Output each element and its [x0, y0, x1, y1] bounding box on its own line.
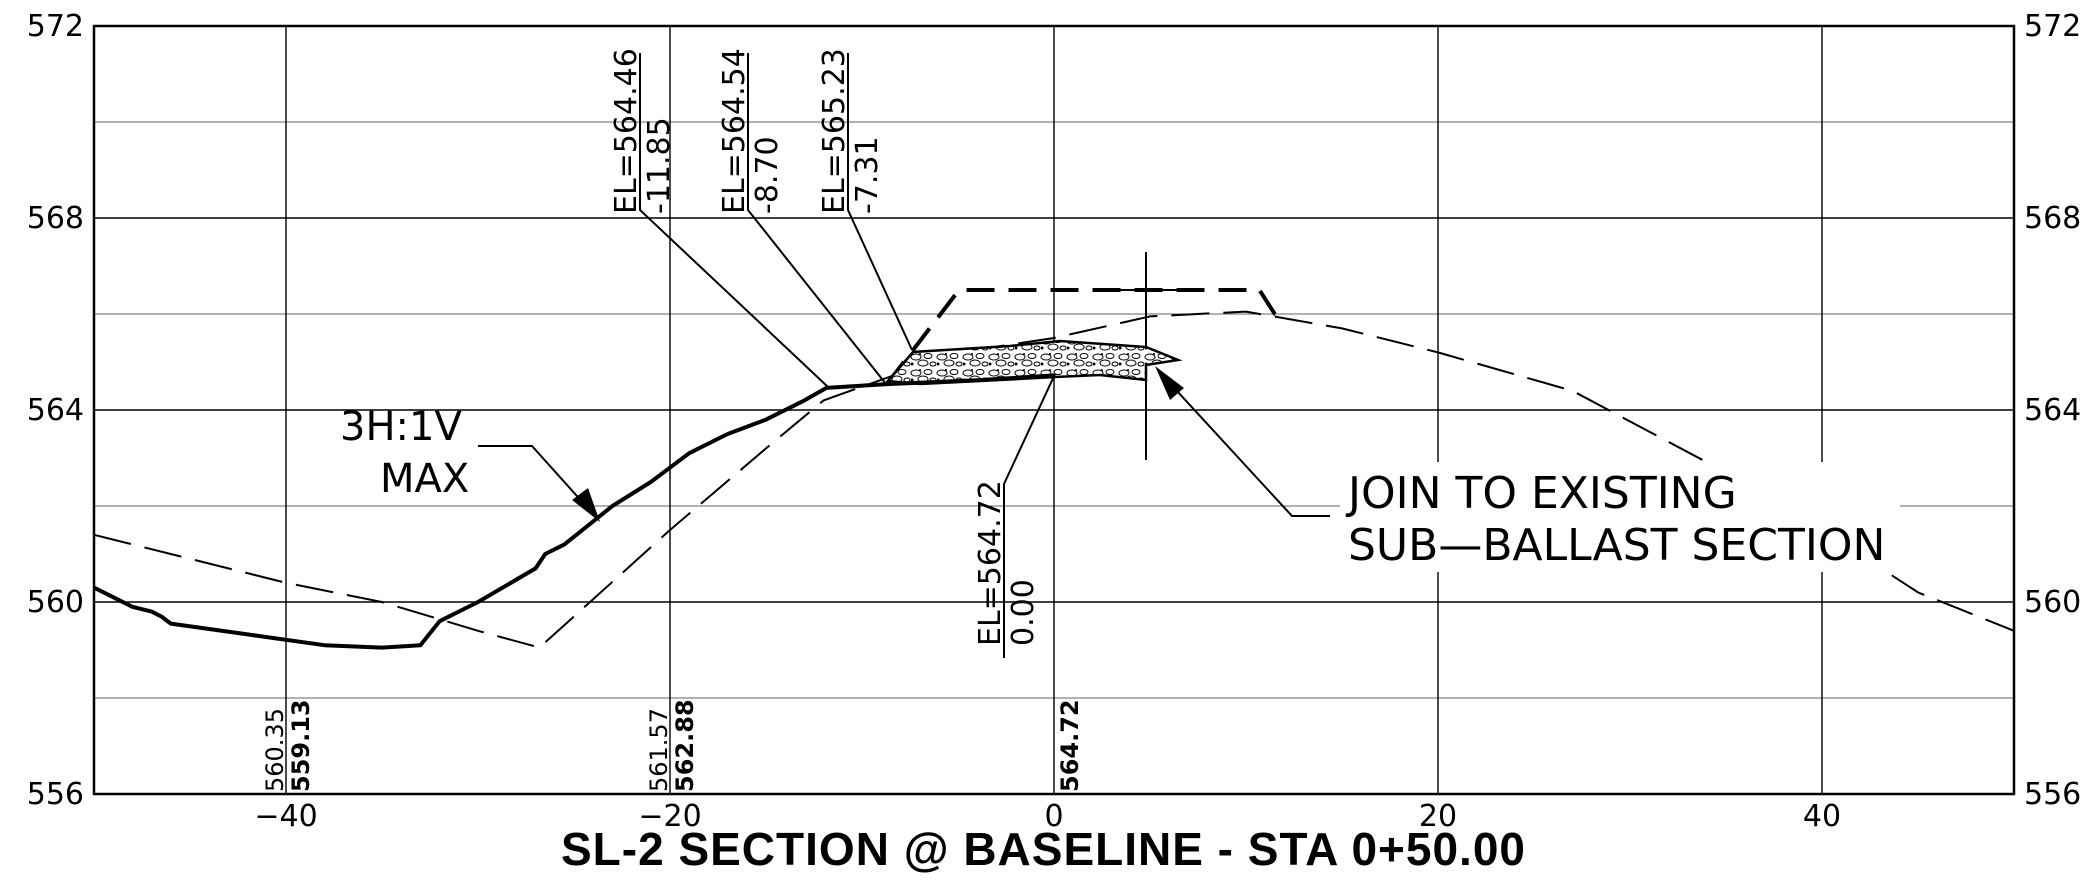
el-label-565-23: EL=565.23 — [817, 48, 852, 214]
y-tick-right: 568 — [2024, 201, 2081, 236]
join-note-background — [1340, 462, 1900, 572]
drawing-title: SL-2 SECTION @ BASELINE - STA 0+50.00 — [560, 823, 1527, 875]
el-label-564-46: EL=564.46 — [609, 48, 644, 214]
plot-frame — [92, 24, 2016, 796]
y-tick-left: 568 — [27, 201, 84, 236]
y-tick-right: 556 — [2024, 777, 2081, 812]
x-tick: −20 — [638, 799, 701, 834]
proposed-elev-3: 564.72 — [1056, 699, 1084, 792]
slope-note-line2: MAX — [380, 456, 469, 502]
join-note-line1: JOIN TO EXISTING — [1345, 468, 1737, 519]
y-tick-right: 564 — [2024, 393, 2081, 428]
y-axis-left-ticks: 572 568 564 560 556 — [27, 9, 84, 812]
y-axis-right-ticks: 572 568 564 560 556 — [2024, 9, 2081, 812]
proposed-elev-2: 562.88 — [671, 699, 699, 792]
grid-lines — [92, 24, 2016, 796]
existing-elev-2: 561.57 — [645, 708, 673, 792]
y-tick-left: 556 — [27, 777, 84, 812]
slope-note-line1: 3H:1V — [340, 404, 462, 450]
x-tick: 40 — [1803, 799, 1841, 834]
y-tick-left: 564 — [27, 393, 84, 428]
offset-label-7-31: -7.31 — [850, 136, 885, 214]
el-label-564-72: EL=564.72 — [973, 480, 1008, 646]
proposed-elev-1: 559.13 — [287, 699, 315, 792]
x-tick: 0 — [1044, 799, 1063, 834]
proposed-ground-profile — [93, 373, 1055, 650]
y-tick-right: 572 — [2024, 9, 2081, 44]
x-tick: 20 — [1419, 799, 1457, 834]
x-axis-ticks: −40 −20 0 20 40 — [254, 799, 1841, 834]
el-label-564-54: EL=564.54 — [717, 48, 752, 214]
y-tick-left: 560 — [27, 585, 84, 620]
slope-arrowhead — [572, 488, 600, 522]
offset-label-0-00: 0.00 — [1006, 579, 1041, 646]
callout-leaders — [478, 53, 1330, 658]
join-note-line2: SUB—BALLAST SECTION — [1348, 520, 1885, 571]
offset-label-11-85: -11.85 — [642, 117, 677, 214]
y-tick-right: 560 — [2024, 585, 2081, 620]
existing-elev-1: 560.35 — [261, 708, 289, 792]
join-arrowhead — [1155, 366, 1184, 400]
x-tick: −40 — [254, 799, 317, 834]
y-tick-left: 572 — [27, 9, 84, 44]
offset-label-8-70: -8.70 — [750, 136, 785, 214]
